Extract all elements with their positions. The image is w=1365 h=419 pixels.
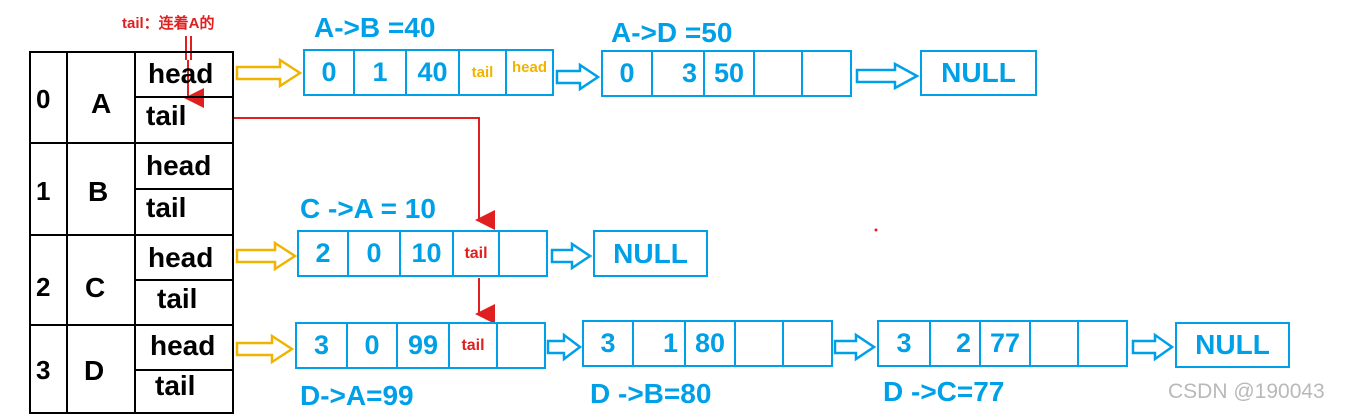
row-vertex-3: D <box>84 355 105 386</box>
edge-DB-head <box>784 322 831 365</box>
edge-node-AD: 0 3 50 <box>601 50 852 97</box>
stray-dot <box>874 228 878 232</box>
top-note: tail：连着A的 <box>122 15 215 32</box>
row-tail-2: tail <box>157 283 198 314</box>
edge-label-AD: A->D =50 <box>611 17 733 48</box>
blue-arrow-2 <box>855 61 920 91</box>
null-node-row2: NULL <box>593 230 708 277</box>
row-index-3: 3 <box>36 355 51 385</box>
edge-DA-head <box>498 324 544 367</box>
edge-AB-head: head <box>511 59 547 76</box>
edge-CA-to: 0 <box>349 232 401 275</box>
edge-CA-tail: tail <box>454 232 500 275</box>
edge-AB-weight: 40 <box>407 51 460 94</box>
edge-CA-weight: 10 <box>401 232 454 275</box>
row-index-0: 0 <box>36 84 51 114</box>
row-index-2: 2 <box>36 272 51 302</box>
edge-DB-to: 1 <box>634 322 686 365</box>
row-tail-3: tail <box>155 370 196 401</box>
null-node-row0: NULL <box>920 50 1037 96</box>
edge-node-DB: 3 1 80 <box>582 320 833 367</box>
red-tail-connector-A <box>233 117 495 230</box>
blue-arrow-4 <box>546 332 583 362</box>
watermark: CSDN @190043 <box>1168 380 1325 403</box>
blue-arrow-6 <box>1131 332 1175 362</box>
row-vertex-1: B <box>88 176 109 207</box>
yellow-arrow-row0 <box>235 57 303 89</box>
yellow-arrow-row3 <box>235 333 295 365</box>
row-head-1: head <box>146 150 212 181</box>
edge-node-AB: 0 1 40 tail head <box>303 49 554 96</box>
edge-AD-head <box>803 52 850 95</box>
edge-CA-head <box>500 232 546 275</box>
edge-DA-weight: 99 <box>398 324 450 367</box>
edge-AB-tail: tail <box>460 51 507 94</box>
edge-label-CA: C ->A = 10 <box>300 193 436 224</box>
edge-AD-from: 0 <box>603 52 653 95</box>
null-node-row3: NULL <box>1175 322 1290 368</box>
edge-node-DA: 3 0 99 tail <box>295 322 546 369</box>
red-note-arrow <box>184 36 204 108</box>
edge-DC-tail <box>1031 322 1079 365</box>
row-vertex-0: A <box>91 88 112 119</box>
edge-AD-weight: 50 <box>705 52 755 95</box>
row-vertex-2: C <box>85 272 106 303</box>
row-head-0: head <box>148 58 214 89</box>
blue-arrow-1 <box>555 62 601 92</box>
row-tail-1: tail <box>146 192 187 223</box>
edge-CA-from: 2 <box>299 232 349 275</box>
edge-AB-to: 1 <box>355 51 407 94</box>
edge-DA-tail: tail <box>450 324 498 367</box>
yellow-arrow-row2 <box>235 240 298 272</box>
edge-DB-from: 3 <box>584 322 634 365</box>
edge-DC-to: 2 <box>931 322 981 365</box>
vertex-table <box>29 51 234 414</box>
edge-AD-tail <box>755 52 803 95</box>
edge-DC-weight: 77 <box>981 322 1031 365</box>
edge-node-CA: 2 0 10 tail <box>297 230 548 277</box>
edge-DC-head <box>1079 322 1126 365</box>
blue-arrow-5 <box>833 332 877 362</box>
edge-DB-tail <box>736 322 784 365</box>
row-index-1: 1 <box>36 176 51 206</box>
row-tail-0: tail <box>146 100 187 131</box>
row-head-3: head <box>150 330 216 361</box>
edge-node-DC: 3 2 77 <box>877 320 1128 367</box>
edge-label-DA: D->A=99 <box>300 380 414 411</box>
edge-label-AB: A->B =40 <box>314 12 436 43</box>
row-head-2: head <box>148 242 214 273</box>
blue-arrow-3 <box>550 241 593 271</box>
edge-AB-from: 0 <box>305 51 355 94</box>
edge-DB-weight: 80 <box>686 322 736 365</box>
edge-label-DB: D ->B=80 <box>590 378 712 409</box>
edge-DA-to: 0 <box>348 324 398 367</box>
edge-DC-from: 3 <box>879 322 931 365</box>
edge-DA-from: 3 <box>297 324 348 367</box>
edge-AD-to: 3 <box>653 52 705 95</box>
edge-label-DC: D ->C=77 <box>883 376 1005 407</box>
